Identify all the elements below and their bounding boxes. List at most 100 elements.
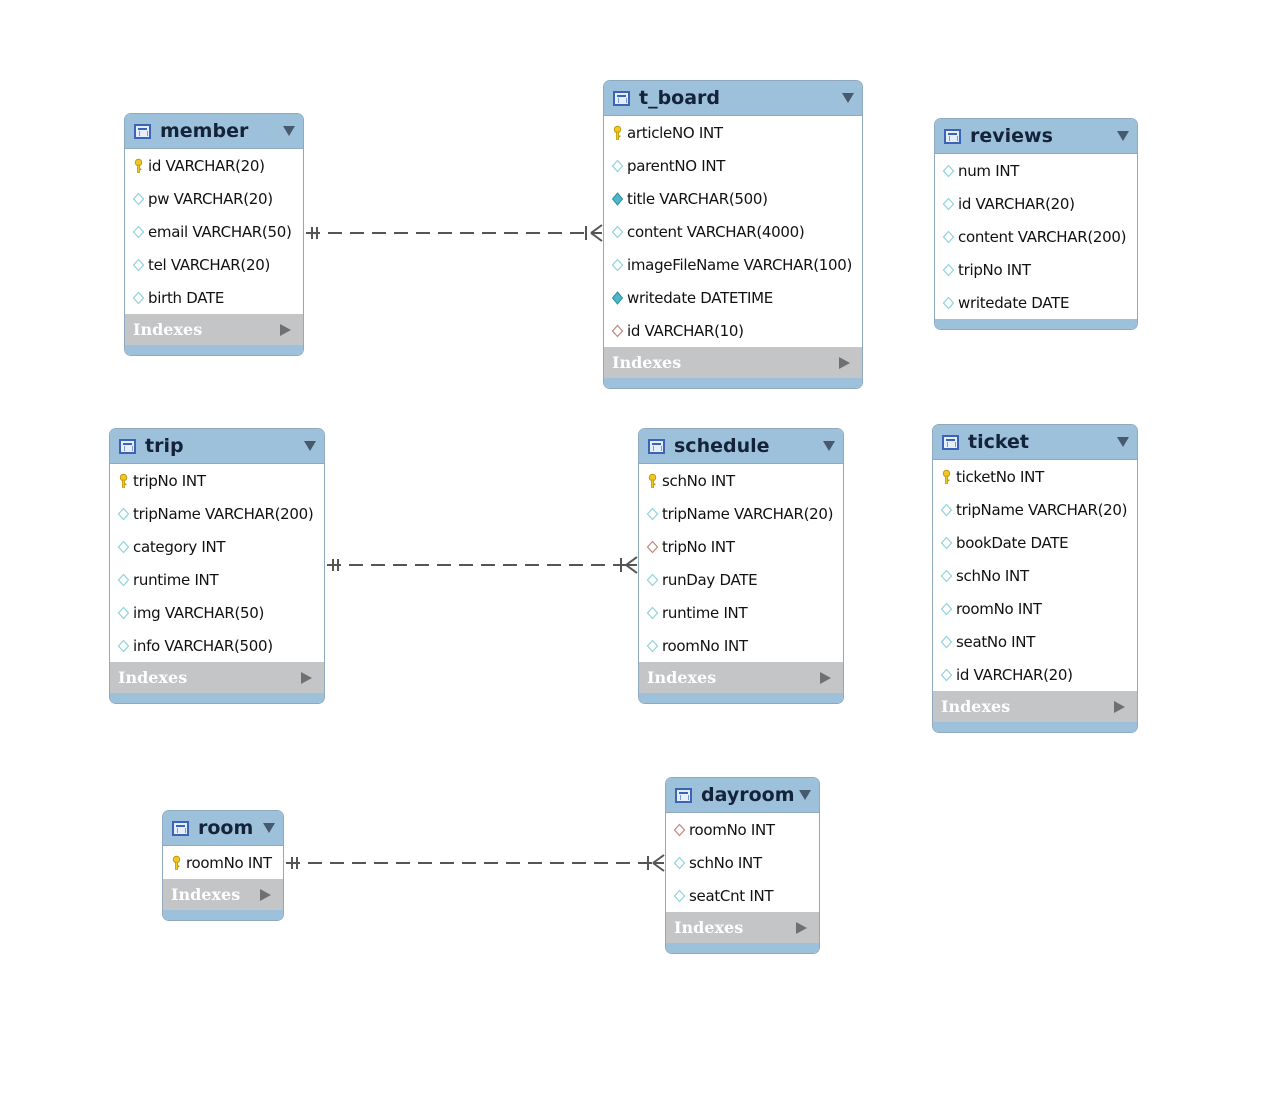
- column-row[interactable]: roomNo INT: [163, 846, 283, 879]
- indexes-label: Indexes: [612, 353, 682, 372]
- indexes-label: Indexes: [118, 668, 188, 687]
- indexes-section[interactable]: Indexes: [110, 662, 324, 693]
- column-row[interactable]: num INT: [935, 154, 1137, 187]
- column-icon: [117, 506, 130, 522]
- foreign-key-column-icon: [611, 323, 624, 339]
- expand-arrow-icon[interactable]: [839, 356, 850, 369]
- column-row[interactable]: tel VARCHAR(20): [125, 248, 303, 281]
- table-header[interactable]: schedule: [639, 429, 843, 464]
- column-row[interactable]: seatNo INT: [933, 625, 1137, 658]
- indexes-section[interactable]: Indexes: [125, 314, 303, 345]
- column-row[interactable]: imageFileName VARCHAR(100): [604, 248, 862, 281]
- column-row[interactable]: runtime INT: [110, 563, 324, 596]
- column-row[interactable]: writedate DATETIME: [604, 281, 862, 314]
- relationship-room-dayroom[interactable]: [286, 854, 665, 872]
- table-header[interactable]: member: [125, 114, 303, 149]
- column-label: tripNo INT: [662, 537, 735, 556]
- column-row[interactable]: id VARCHAR(20): [933, 658, 1137, 691]
- indexes-section[interactable]: Indexes: [933, 691, 1137, 722]
- expand-arrow-icon[interactable]: [796, 921, 807, 934]
- table-footer: [933, 722, 1137, 732]
- table-name: trip: [145, 435, 184, 457]
- column-row[interactable]: bookDate DATE: [933, 526, 1137, 559]
- column-row[interactable]: seatCnt INT: [666, 879, 819, 912]
- table-footer: [666, 943, 819, 953]
- column-icon: [646, 572, 659, 588]
- indexes-section[interactable]: Indexes: [604, 347, 862, 378]
- table-footer: [110, 693, 324, 703]
- table-header[interactable]: ticket: [933, 425, 1137, 460]
- column-label: id VARCHAR(20): [148, 156, 265, 175]
- column-row[interactable]: writedate DATE: [935, 286, 1137, 319]
- table-trip[interactable]: trip tripNo INT tripName VARCHAR(200) categ…: [109, 428, 325, 704]
- column-row[interactable]: roomNo INT: [933, 592, 1137, 625]
- column-label: tripName VARCHAR(200): [133, 504, 314, 523]
- column-row[interactable]: id VARCHAR(10): [604, 314, 862, 347]
- column-row[interactable]: schNo INT: [933, 559, 1137, 592]
- column-label: runtime INT: [133, 570, 219, 589]
- collapse-arrow-icon[interactable]: [1117, 437, 1129, 447]
- column-row[interactable]: articleNO INT: [604, 116, 862, 149]
- collapse-arrow-icon[interactable]: [1117, 131, 1129, 141]
- table-member[interactable]: member id VARCHAR(20) pw VARCHAR(20) email …: [124, 113, 304, 356]
- column-label: email VARCHAR(50): [148, 222, 292, 241]
- column-row[interactable]: tripName VARCHAR(200): [110, 497, 324, 530]
- table-header[interactable]: reviews: [935, 119, 1137, 154]
- column-row[interactable]: roomNo INT: [639, 629, 843, 662]
- column-row[interactable]: runtime INT: [639, 596, 843, 629]
- column-row[interactable]: title VARCHAR(500): [604, 182, 862, 215]
- column-row[interactable]: tripNo INT: [110, 464, 324, 497]
- table-header[interactable]: t_board: [604, 81, 862, 116]
- column-label: tripNo INT: [958, 260, 1031, 279]
- indexes-section[interactable]: Indexes: [666, 912, 819, 943]
- table-header[interactable]: trip: [110, 429, 324, 464]
- column-row[interactable]: birth DATE: [125, 281, 303, 314]
- collapse-arrow-icon[interactable]: [842, 93, 854, 103]
- table-header[interactable]: room: [163, 811, 283, 846]
- column-row[interactable]: parentNO INT: [604, 149, 862, 182]
- expand-arrow-icon[interactable]: [1114, 700, 1125, 713]
- column-row[interactable]: tripNo INT: [935, 253, 1137, 286]
- collapse-arrow-icon[interactable]: [263, 823, 275, 833]
- relationship-trip-schedule[interactable]: [327, 556, 638, 574]
- column-row[interactable]: tripNo INT: [639, 530, 843, 563]
- column-row[interactable]: tripName VARCHAR(20): [639, 497, 843, 530]
- expand-arrow-icon[interactable]: [301, 671, 312, 684]
- column-row[interactable]: category INT: [110, 530, 324, 563]
- expand-arrow-icon[interactable]: [260, 888, 271, 901]
- column-label: id VARCHAR(20): [958, 194, 1075, 213]
- collapse-arrow-icon[interactable]: [823, 441, 835, 451]
- column-row[interactable]: ticketNo INT: [933, 460, 1137, 493]
- table-footer: [639, 693, 843, 703]
- column-row[interactable]: tripName VARCHAR(20): [933, 493, 1137, 526]
- column-row[interactable]: roomNo INT: [666, 813, 819, 846]
- column-row[interactable]: content VARCHAR(200): [935, 220, 1137, 253]
- indexes-label: Indexes: [941, 697, 1011, 716]
- table-header[interactable]: dayroom: [666, 778, 819, 813]
- column-row[interactable]: email VARCHAR(50): [125, 215, 303, 248]
- collapse-arrow-icon[interactable]: [799, 790, 811, 800]
- collapse-arrow-icon[interactable]: [304, 441, 316, 451]
- expand-arrow-icon[interactable]: [280, 323, 291, 336]
- column-row[interactable]: pw VARCHAR(20): [125, 182, 303, 215]
- column-row[interactable]: schNo INT: [639, 464, 843, 497]
- collapse-arrow-icon[interactable]: [283, 126, 295, 136]
- indexes-section[interactable]: Indexes: [163, 879, 283, 910]
- column-row[interactable]: info VARCHAR(500): [110, 629, 324, 662]
- column-row[interactable]: id VARCHAR(20): [125, 149, 303, 182]
- column-icon: [940, 601, 953, 617]
- relationship-member-t_board[interactable]: [306, 224, 603, 242]
- column-row[interactable]: id VARCHAR(20): [935, 187, 1137, 220]
- column-row[interactable]: schNo INT: [666, 846, 819, 879]
- column-row[interactable]: img VARCHAR(50): [110, 596, 324, 629]
- indexes-section[interactable]: Indexes: [639, 662, 843, 693]
- expand-arrow-icon[interactable]: [820, 671, 831, 684]
- column-row[interactable]: content VARCHAR(4000): [604, 215, 862, 248]
- column-row[interactable]: runDay DATE: [639, 563, 843, 596]
